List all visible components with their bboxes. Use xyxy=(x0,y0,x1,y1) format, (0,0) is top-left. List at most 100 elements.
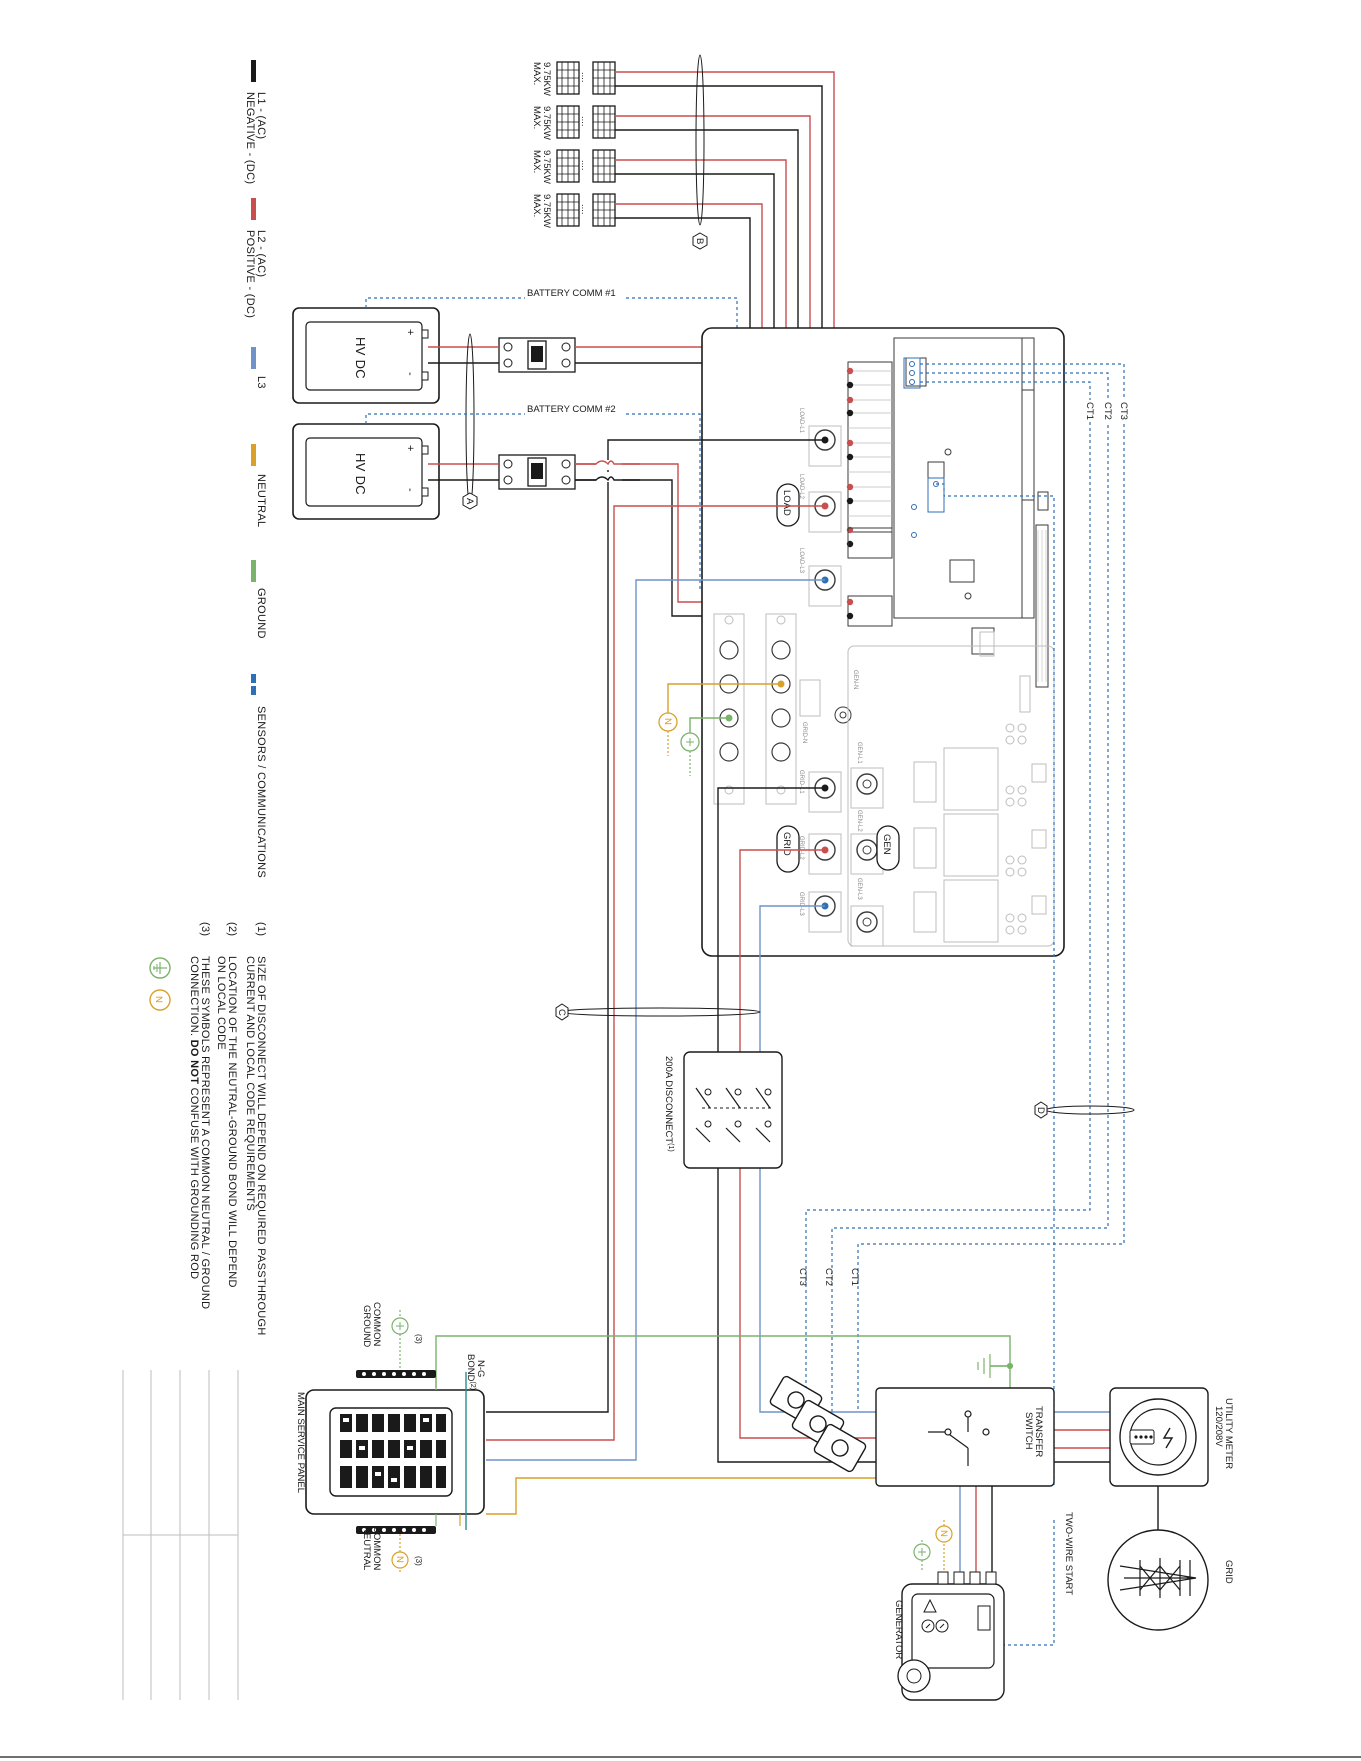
note-1-line2: CURRENT AND LOCAL CODE REQUIREMENTS xyxy=(244,956,256,1211)
generator: GENERATOR N xyxy=(893,1520,1005,1701)
inverter-neutral-n: N xyxy=(662,718,673,725)
note-ground-symbol xyxy=(149,957,171,979)
battery-2-plus: + xyxy=(404,445,416,452)
legend-l1-line2: NEGATIVE - (DC) xyxy=(244,92,256,184)
gen-n-label: GEN-N xyxy=(852,670,858,689)
load-l1-label: LOAD-L1 xyxy=(798,408,804,434)
note-3-line2: CONNECTION. DO NOT CONFUSE WITH GROUNDIN… xyxy=(188,956,200,1279)
legend-swatch-l3 xyxy=(251,347,256,369)
inverter: LOAD-L1 LOAD-L2 LOAD-L3 LOAD GRID-N GEN-… xyxy=(701,327,1065,957)
utility-meter: UTILITY METER 120/208V xyxy=(1109,1387,1234,1530)
common-neutral-note-ref: (3) xyxy=(414,1556,423,1566)
common-ground-line2: GROUND xyxy=(361,1305,372,1347)
grid-n-label: GRID-N xyxy=(801,722,807,743)
note-2-line1: LOCATION OF THE NEUTRAL-GROUND BOND WILL… xyxy=(226,956,238,1288)
legend-swatch-l1 xyxy=(251,60,256,82)
pv-array-3-label: 9.75KW xyxy=(541,150,552,184)
pv-array-2-max: MAX. xyxy=(531,106,542,129)
marker-d-label: D xyxy=(1035,1107,1046,1114)
legend-l1-line1: L1 - (AC) xyxy=(255,92,267,139)
pv-dots-4: .... xyxy=(579,204,590,215)
disconnect-label-text: 200A DISCONNECT xyxy=(663,1056,674,1143)
disconnect-note-ref: (1) xyxy=(667,1143,674,1152)
pv-array-2-label: 9.75KW xyxy=(541,106,552,140)
transfer-switch-line2: SWITCH xyxy=(1023,1412,1034,1450)
transfer-switch-line1: TRANSFER xyxy=(1033,1406,1044,1457)
inverter-ground-symbol xyxy=(680,732,700,776)
pv-dots-1: .... xyxy=(579,72,590,83)
inverter-neutral-symbol: N xyxy=(658,712,678,756)
note-2-line2: ON LOCAL CODE xyxy=(215,956,227,1050)
note-1-number: (1) xyxy=(255,922,267,936)
disconnect-label: 200A DISCONNECT(1) xyxy=(663,1056,674,1152)
generator-label: GENERATOR xyxy=(893,1600,904,1659)
legend-swatch-ground xyxy=(251,560,256,582)
pv-array-3-max: MAX. xyxy=(531,150,542,173)
ct3-label-bottom: CT3 xyxy=(797,1268,808,1286)
pv-input-terminals xyxy=(846,367,854,548)
common-ground: COMMON GROUND (3) xyxy=(361,1302,423,1370)
transfer-switch-ground-icon xyxy=(977,1354,1014,1378)
marker-b: B xyxy=(692,54,708,250)
ct1-label-bottom: CT1 xyxy=(849,1268,860,1286)
legend-ground-label: GROUND xyxy=(255,588,267,639)
legend-swatch-comm-a xyxy=(251,674,256,683)
gen-ports: GEN-L1 GEN-L2 GEN-L3 GEN xyxy=(850,742,900,947)
note-3-line1: THESE SYMBOLS REPRESENT A COMMON NEUTRAL… xyxy=(199,956,211,1309)
battery-1: HV DC + - xyxy=(292,307,440,404)
legend-l2-line1: L2 - (AC) xyxy=(255,230,267,277)
grid-l2-label: GRID-L2 xyxy=(798,836,804,860)
note-3-bold: DO NOT xyxy=(188,1040,200,1085)
marker-a-label: A xyxy=(464,498,475,505)
battery-2-breaker xyxy=(498,454,576,490)
ct-comm-lines xyxy=(805,363,1125,1646)
marker-b-label: B xyxy=(694,238,705,244)
pv-array-1-label: 9.75KW xyxy=(541,62,552,96)
ng-bond-line1: N-G xyxy=(475,1360,486,1377)
two-wire-start-label: TWO-WIRE START xyxy=(1063,1512,1074,1595)
note-neutral-symbol: N xyxy=(149,989,171,1011)
ct-clamp-3 xyxy=(813,1423,867,1473)
battery-comm-1-label: BATTERY COMM #1 xyxy=(527,288,616,299)
marker-c-label: C xyxy=(556,1009,567,1016)
common-neutral-line1: COMMON xyxy=(371,1526,382,1570)
legend-neutral-label: NEUTRAL xyxy=(255,474,267,527)
load-l3-label: LOAD-L3 xyxy=(798,548,804,574)
pv-array-4-max: MAX. xyxy=(531,194,542,217)
pv-dots-2: .... xyxy=(579,116,590,127)
grid-label: GRID xyxy=(1223,1560,1234,1584)
ng-bond-note-ref: (2) xyxy=(469,1381,476,1390)
ct3-label-inverter: CT3 xyxy=(1118,402,1129,420)
load-l2-label: LOAD-L2 xyxy=(798,474,804,500)
pv-array-4-label: 9.75KW xyxy=(541,194,552,228)
gen-l1-label: GEN-L1 xyxy=(856,742,862,764)
note-neutral-n: N xyxy=(153,996,164,1003)
gen-l3-label: GEN-L3 xyxy=(856,878,862,900)
grid-l1-label: GRID-L1 xyxy=(798,770,804,794)
pv-dots-3: .... xyxy=(579,160,590,171)
ct-clamps xyxy=(769,1375,867,1473)
legend-swatch-comm-b xyxy=(251,686,256,695)
note-3-number: (3) xyxy=(199,922,211,936)
main-service-panel-label: MAIN SERVICE PANEL xyxy=(295,1392,306,1493)
bus-bars: GRID-N GEN-N xyxy=(713,613,858,805)
wire-jumps xyxy=(596,460,622,482)
gen-l2-label: GEN-L2 xyxy=(856,810,862,832)
common-ground-line1: COMMON xyxy=(371,1302,382,1346)
note-3-line2-start: CONNECTION. xyxy=(188,956,200,1040)
legend: L1 - (AC) NEGATIVE - (DC) L2 - (AC) POSI… xyxy=(244,60,267,878)
grid-tower: GRID xyxy=(1107,1529,1234,1631)
marker-a: A xyxy=(462,333,478,510)
battery-2: HV DC + - xyxy=(292,423,440,520)
main-service-panel: MAIN SERVICE PANEL N-G BOND(2) xyxy=(295,1354,486,1534)
pv-array-4 xyxy=(556,193,616,227)
common-neutral-n: N xyxy=(394,1556,405,1563)
ct2-label-inverter: CT2 xyxy=(1102,402,1113,420)
generator-neutral-n: N xyxy=(938,1530,949,1537)
legend-comm-label: SENSORS / COMMUNICATIONS xyxy=(255,706,267,878)
common-neutral-line2: NEUTRAL xyxy=(361,1526,372,1570)
legend-swatch-neutral xyxy=(251,444,256,466)
note-3-tail: CONFUSE WITH GROUNDING ROD xyxy=(188,1084,200,1279)
meter-bolt-icon xyxy=(1162,1427,1174,1449)
load-tag: LOAD xyxy=(781,490,792,516)
